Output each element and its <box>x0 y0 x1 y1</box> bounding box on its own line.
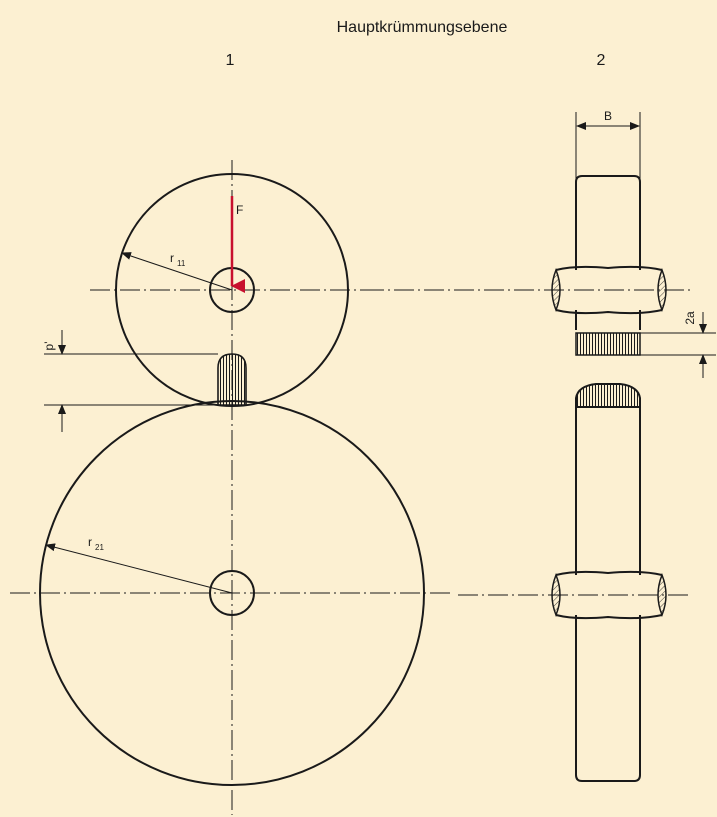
upper-shaft-cut-right <box>657 267 667 313</box>
view-label-2: 2 <box>597 52 606 69</box>
view-1 <box>10 160 450 815</box>
lower-contact-flattening <box>575 383 641 408</box>
radius-large-index: 21 <box>95 543 104 552</box>
lower-roller-body <box>575 615 641 782</box>
figure-title: Hauptkrümmungsebene <box>337 19 508 36</box>
width-label: B <box>604 109 612 123</box>
large-roller-bore <box>209 570 255 616</box>
upper-shaft-bottom <box>555 309 663 315</box>
flattening-label: p' <box>42 342 56 351</box>
lower-shaft-top <box>555 570 663 576</box>
upper-shaft-top <box>555 265 663 271</box>
radius-small-index: 11 <box>177 259 186 268</box>
radius-large-leader <box>45 543 233 594</box>
contact-width-label: 2a <box>683 311 697 325</box>
contact-flattening-zone <box>217 353 247 406</box>
contact-band <box>575 332 641 356</box>
upper-roller-body <box>575 175 641 270</box>
radius-large-label: r <box>88 535 92 549</box>
upper-shaft-cut-left <box>551 267 561 313</box>
view-label-1: 1 <box>226 52 235 69</box>
lower-shaft-bottom <box>555 614 663 620</box>
lower-shaft-cut-left <box>551 572 561 618</box>
radius-small-leader <box>121 252 233 291</box>
force-label: F <box>236 203 243 217</box>
lower-shaft-cut-right <box>657 572 667 618</box>
radius-small-label: r <box>170 251 174 265</box>
view-2 <box>364 112 716 782</box>
small-roller <box>115 173 349 407</box>
